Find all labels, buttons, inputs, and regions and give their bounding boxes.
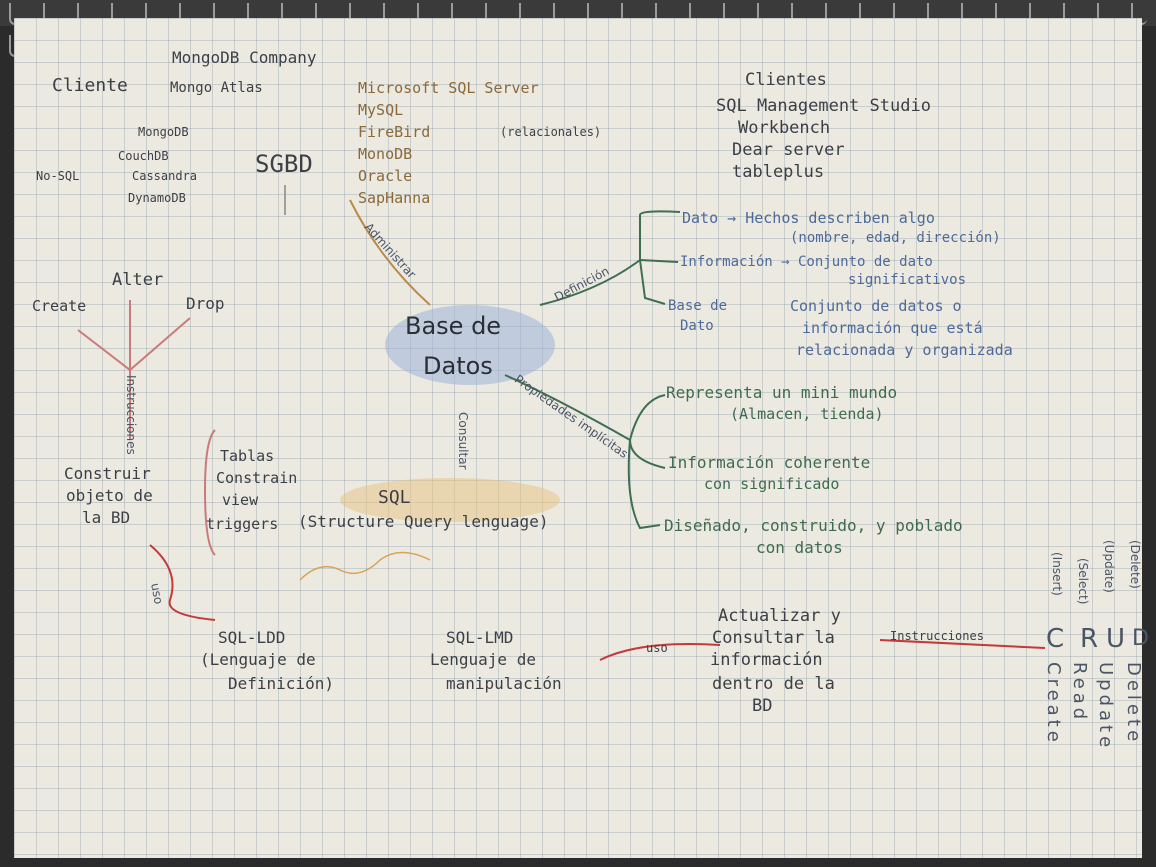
mongo-company-text: MongoDB Company	[172, 48, 317, 67]
clientes-item: Workbench	[738, 118, 831, 138]
notebook-page	[14, 18, 1142, 858]
ddl-create: Create	[32, 297, 87, 315]
sgbd-label: SGBD	[255, 150, 313, 178]
branch-sql-wave	[299, 551, 431, 581]
branch-prop-3	[627, 439, 661, 530]
branch-ddl-bracket	[203, 429, 216, 556]
ddl-alter: Alter	[112, 270, 164, 290]
actualizar-instrucciones: Instrucciones	[890, 629, 984, 643]
def-informacion: Información → Conjunto de dato	[680, 254, 933, 270]
def-bd-text: información que está	[802, 319, 983, 337]
relational-item: MonoDB	[358, 145, 413, 163]
nosql-item: DynamoDB	[128, 191, 186, 205]
crud-word: Read	[1069, 662, 1090, 724]
branch-definicion-bd	[639, 259, 666, 305]
crud-letter: C	[1046, 624, 1065, 654]
sql-title: SQL	[378, 487, 411, 508]
actualizar-line: Consultar la	[712, 628, 835, 648]
sql-ldd: Definición)	[228, 674, 334, 693]
crud-sql-label: (Insert)	[1050, 552, 1064, 596]
crud-word: Create	[1043, 662, 1064, 746]
center-title-line1: Base de	[405, 312, 502, 340]
ddl-object: Tablas	[220, 447, 275, 465]
ddl-object: Constrain	[216, 469, 298, 487]
ddl-construir: objeto de	[66, 486, 153, 505]
sql-shading	[340, 478, 560, 522]
def-dato-sub: (nombre, edad, dirección)	[790, 230, 1001, 246]
crud-letter: R	[1080, 624, 1099, 654]
crud-letter: U	[1106, 624, 1126, 654]
crud-sql-label: (Delete)	[1128, 540, 1142, 589]
sql-lmd: manipulación	[446, 674, 562, 693]
clientes-title: Clientes	[745, 70, 827, 90]
mongo-atlas-text: Mongo Atlas	[170, 80, 263, 96]
branch-ddl-tree	[77, 300, 191, 440]
def-bd-text: Conjunto de datos o	[790, 297, 962, 315]
branch-prop-2	[629, 439, 666, 469]
actualizar-line: información	[710, 650, 823, 670]
clientes-item: SQL Management Studio	[716, 96, 931, 116]
center-title-line2: Datos	[423, 352, 493, 380]
branch-label-consultar: Consultar	[456, 412, 470, 470]
ddl-construir: la BD	[82, 508, 131, 527]
prop-1-sub: (Almacen, tienda)	[730, 405, 884, 423]
nosql-item: MongoDB	[138, 125, 189, 139]
actualizar-line: dentro de la	[712, 674, 835, 694]
nosql-item: CouchDB	[118, 149, 169, 163]
sql-lmd: Lenguaje de	[430, 650, 536, 669]
ddl-construir: Construir	[64, 464, 151, 483]
ddl-instrucciones: Instrucciones	[124, 375, 138, 455]
sql-ldd: SQL-LDD	[218, 628, 286, 647]
relational-label: (relacionales)	[500, 125, 602, 139]
relational-item: MySQL	[358, 101, 404, 119]
crud-sql-label: (Update)	[1102, 540, 1116, 593]
crud-word: Delete	[1123, 662, 1144, 746]
sql-subtitle: (Structure Query lenguage)	[298, 512, 549, 531]
sql-ldd: (Lenguaje de	[200, 650, 316, 669]
def-dato: Dato → Hechos describen algo	[682, 209, 935, 227]
nosql-label: No-SQL	[36, 169, 80, 183]
actualizar-line: Actualizar y	[718, 606, 841, 626]
clientes-item: Dear server	[732, 140, 845, 160]
prop-3-sub: con datos	[756, 538, 843, 557]
branch-administrar	[349, 199, 431, 306]
def-bd-text: relacionada y organizada	[796, 341, 1013, 359]
branch-ldd	[149, 544, 216, 621]
def-informacion-sub: significativos	[848, 272, 967, 288]
crud-letter: D	[1132, 626, 1149, 651]
prop-2: Información coherente	[668, 453, 871, 472]
clientes-item: tableplus	[732, 162, 825, 182]
nosql-item: Cassandra	[132, 169, 198, 183]
cliente-label: Cliente	[52, 75, 128, 96]
sql-uso: uso	[646, 641, 668, 655]
crud-sql-label: (Select)	[1076, 558, 1090, 605]
prop-3: Diseñado, construido, y poblado	[664, 516, 963, 535]
ddl-drop: Drop	[186, 294, 225, 313]
def-bd-label: Base de	[668, 298, 728, 314]
ddl-object: view	[222, 491, 259, 509]
relational-item: Oracle	[358, 167, 413, 185]
def-bd-label: Dato	[680, 318, 714, 334]
sql-lmd: SQL-LMD	[446, 628, 514, 647]
crud-word: Update	[1095, 662, 1116, 752]
branch-propiedades	[504, 374, 631, 441]
prop-1: Representa un mini mundo	[666, 383, 898, 402]
center-shading	[385, 305, 555, 385]
prop-2-sub: con significado	[704, 475, 840, 493]
relational-item: SapHanna	[358, 189, 431, 207]
branch-lmd	[599, 639, 1046, 661]
actualizar-line: BD	[752, 696, 773, 716]
relational-item: Microsoft SQL Server	[358, 79, 539, 97]
relational-item: FireBird	[358, 123, 431, 141]
branch-prop-1	[629, 394, 666, 441]
ddl-object: triggers	[206, 515, 279, 533]
branch-definicion-info	[639, 259, 679, 263]
